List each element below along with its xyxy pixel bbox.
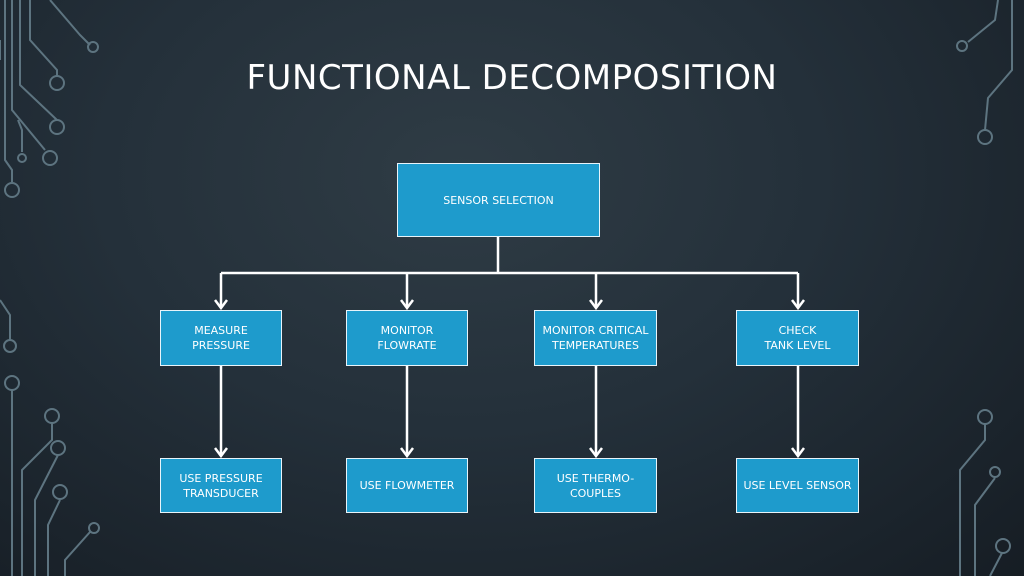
- solution-node-thermocouples: USE THERMO- COUPLES: [534, 458, 657, 513]
- root-node-label: SENSOR SELECTION: [443, 193, 554, 207]
- node-label-line: COUPLES: [569, 486, 622, 500]
- node-label-line: CHECK: [778, 324, 817, 337]
- node-label-line: TEMPERATURES: [552, 339, 639, 352]
- node-label-line: MONITOR: [380, 324, 434, 337]
- node-label-line: FLOWRATE: [377, 339, 437, 352]
- solution-node-flowmeter: USE FLOWMETER: [346, 458, 468, 513]
- node-label-line: MONITOR CRITICAL: [542, 324, 649, 337]
- function-node-measure-pressure: MEASURE PRESSURE: [160, 310, 282, 366]
- solution-node-pressure-transducer: USE PRESSURE TRANSDUCER: [160, 458, 282, 513]
- node-label-line: USE THERMO-: [556, 471, 635, 485]
- node-label-line: MEASURE: [194, 324, 248, 337]
- solution-node-level-sensor: USE LEVEL SENSOR: [736, 458, 859, 513]
- slide-title: FUNCTIONAL DECOMPOSITION: [246, 58, 778, 98]
- node-label-line: USE PRESSURE: [179, 471, 263, 485]
- root-node-sensor-selection: SENSOR SELECTION: [397, 163, 600, 237]
- node-label-line: USE LEVEL SENSOR: [743, 479, 852, 492]
- node-label-line: TRANSDUCER: [183, 486, 259, 500]
- node-label-line: USE FLOWMETER: [359, 479, 455, 492]
- function-node-monitor-flowrate: MONITOR FLOWRATE: [346, 310, 468, 366]
- function-node-monitor-critical-temperatures: MONITOR CRITICAL TEMPERATURES: [534, 310, 657, 366]
- node-label-line: TANK LEVEL: [764, 339, 831, 352]
- function-node-check-tank-level: CHECK TANK LEVEL: [736, 310, 859, 366]
- node-label-line: PRESSURE: [192, 339, 250, 352]
